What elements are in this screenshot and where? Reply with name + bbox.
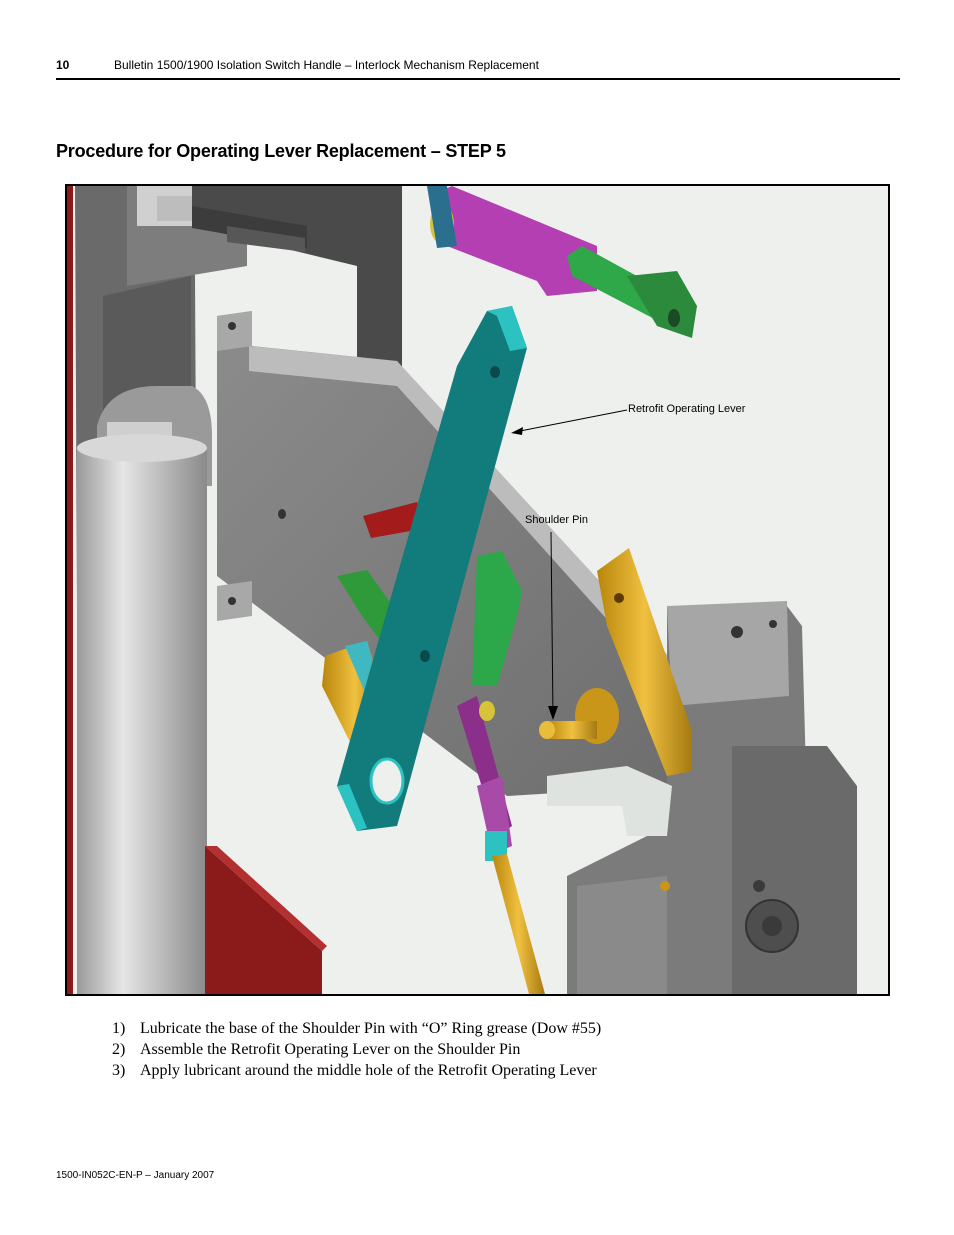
section-title: Procedure for Operating Lever Replacemen… (56, 141, 506, 161)
pin-leader-line (550, 531, 554, 717)
gold-rod (492, 854, 545, 994)
magenta-link (429, 186, 597, 296)
running-title: Bulletin 1500/1900 Isolation Switch Hand… (114, 58, 539, 72)
page-header: 10 Bulletin 1500/1900 Isolation Switch H… (56, 56, 900, 80)
red-edge-left (67, 186, 73, 994)
red-panel-bottom (205, 846, 322, 994)
step-item: 1) Lubricate the base of the Shoulder Pi… (112, 1018, 872, 1039)
step-number: 1) (112, 1020, 126, 1037)
step-text: Lubricate the base of the Shoulder Pin w… (140, 1020, 602, 1037)
procedure-steps: 1) Lubricate the base of the Shoulder Pi… (112, 1018, 872, 1081)
step-text: Apply lubricant around the middle hole o… (140, 1062, 597, 1079)
step-text: Assemble the Retrofit Operating Lever on… (140, 1041, 521, 1058)
green-bracket-center (472, 551, 522, 686)
step-item: 3) Apply lubricant around the middle hol… (112, 1060, 872, 1081)
mechanism-drawing (67, 186, 888, 994)
callout-shoulder-pin: Shoulder Pin (525, 514, 588, 526)
page-footer: 1500-IN052C-EN-P – January 2007 (56, 1170, 215, 1181)
step-number: 2) (112, 1041, 126, 1058)
mechanism-illustration: Retrofit Operating Lever Shoulder Pin (65, 184, 890, 996)
gold-cam-right (597, 548, 692, 776)
step-item: 2) Assemble the Retrofit Operating Lever… (112, 1039, 872, 1060)
retrofit-operating-lever (337, 306, 527, 831)
callout-retrofit-operating-lever: Retrofit Operating Lever (628, 403, 746, 415)
page-number: 10 (56, 58, 70, 72)
cylinder (77, 446, 207, 994)
step-number: 3) (112, 1062, 126, 1079)
lever-leader-line (514, 409, 628, 433)
